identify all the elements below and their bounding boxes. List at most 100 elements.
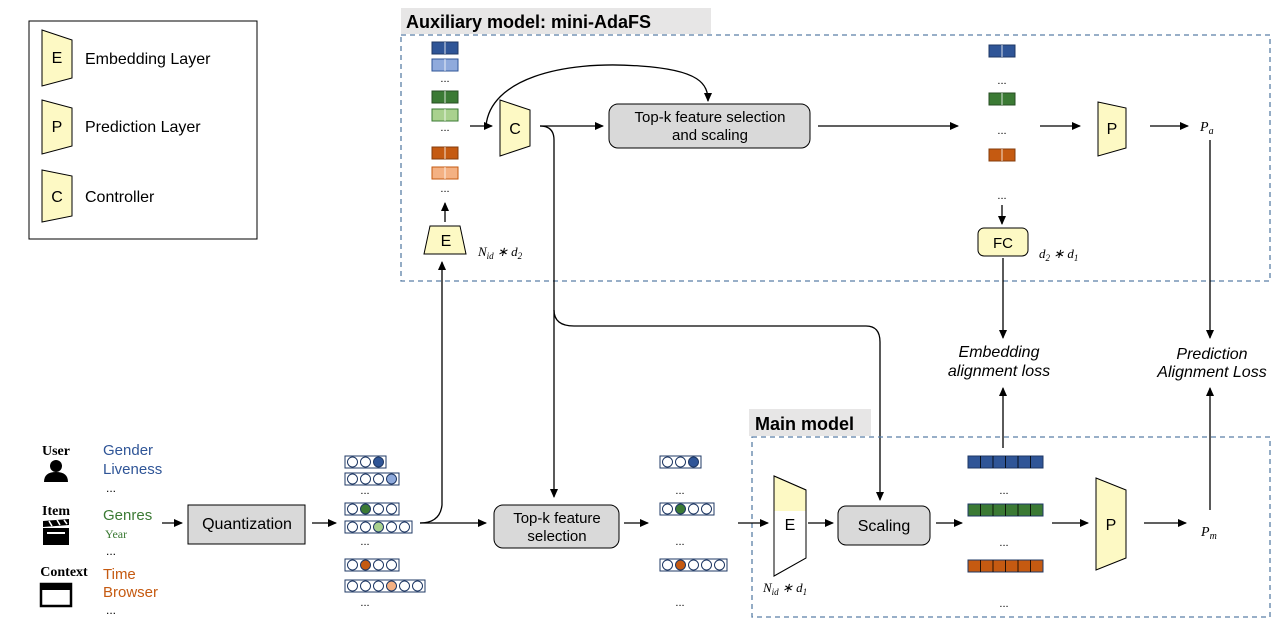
aux-fc-box: [977, 227, 1029, 257]
item-genres: Genres: [103, 507, 152, 524]
ellipsis: ...: [360, 485, 369, 497]
code-cell: [662, 559, 673, 571]
ellipsis: ...: [999, 537, 1008, 549]
aux-fc-dim-label: d2 ∗ d1: [1039, 246, 1078, 263]
aux-embedding-layer: [423, 225, 467, 255]
ellipsis: ...: [997, 190, 1006, 202]
code-cell: [360, 503, 371, 515]
code-cell: [386, 521, 397, 533]
context-title: Context: [40, 565, 88, 580]
main-scaling-label: Scaling: [858, 518, 910, 535]
code-cell: [347, 559, 358, 571]
codes-to-aux-embedding-arrow: [419, 261, 446, 524]
browser-window-icon: [39, 582, 73, 608]
ellipsis: ...: [999, 485, 1008, 497]
main-prediction-layer: [1095, 477, 1127, 571]
legend-prediction-label: Prediction Layer: [85, 119, 201, 136]
main-embeddings: .........: [967, 455, 1044, 610]
item-title: Item: [42, 504, 70, 519]
auxiliary-dashed-box: [400, 34, 1271, 282]
legend: E Embedding Layer P Prediction Layer C C…: [28, 20, 258, 240]
code-cell: [360, 580, 371, 592]
main-topk-line2: selection: [527, 528, 586, 545]
code-cell: [386, 473, 397, 485]
code-cell: [347, 521, 358, 533]
aux-fc-label: FC: [993, 235, 1013, 252]
aux-emb-dim-label: Nid ∗ d2: [477, 244, 523, 261]
code-time: [344, 558, 400, 572]
aux-controller-letter: C: [509, 121, 521, 138]
input-features: User Gender Liveness ... Item Genres Yea…: [39, 442, 162, 617]
legend-embedding-label: Embedding Layer: [85, 51, 211, 68]
ellipsis: ...: [675, 597, 684, 609]
code-cell: [399, 580, 410, 592]
code-cell: [701, 503, 712, 515]
user-title: User: [42, 444, 70, 459]
aux-selected-embeddings: ... ... ...: [988, 44, 1016, 202]
user-more: ...: [106, 481, 116, 495]
aux-embedding-stacks: ... ... ...: [431, 41, 459, 195]
code-genres: [344, 502, 400, 516]
code-cell: [360, 521, 371, 533]
code-cell: [412, 580, 423, 592]
quantization-box: [187, 504, 306, 545]
quantized-codes-left: .........: [344, 455, 426, 609]
legend-controller-letter: C: [51, 189, 63, 206]
legend-embedding-letter: E: [52, 50, 63, 67]
context-more: ...: [106, 603, 116, 617]
legend-controller-shape: [41, 169, 73, 223]
code-cell: [347, 580, 358, 592]
ellipsis: ...: [675, 485, 684, 497]
code-cell: [347, 456, 358, 468]
code-cell: [386, 503, 397, 515]
legend-prediction-shape: [41, 99, 73, 155]
code-cell: [373, 456, 384, 468]
code-liveness: [344, 472, 400, 486]
embedding-loss-line1: Embedding: [959, 344, 1040, 361]
context-time: Time: [103, 566, 136, 583]
aux-prediction-layer: [1097, 101, 1127, 157]
quantized-codes-selected: .........: [659, 455, 728, 609]
aux-controller: [499, 99, 531, 157]
main-prediction-letter: P: [1106, 517, 1117, 534]
ellipsis: ...: [440, 122, 449, 134]
aux-topk-line1: Top-k feature selection: [635, 109, 786, 126]
user-liveness: Liveness: [103, 461, 162, 478]
code-cell: [714, 559, 725, 571]
aux-output-pa: Pa: [1199, 120, 1214, 137]
code-cell: [373, 521, 384, 533]
code-cell: [360, 473, 371, 485]
main-embedding-letter: E: [785, 517, 796, 534]
aux-embedding-letter: E: [441, 233, 452, 250]
ellipsis: ...: [440, 73, 449, 85]
code-cell: [662, 503, 673, 515]
main-model: Main model E Nid ∗ d1 Scaling ......... …: [738, 409, 1271, 618]
main-dashed-box: [751, 436, 1271, 618]
code-cell: [373, 473, 384, 485]
code-cell: [373, 559, 384, 571]
prediction-loss-line2: Alignment Loss: [1156, 364, 1266, 381]
code-cell: [386, 559, 397, 571]
code-cell: [373, 580, 384, 592]
code-cell: [373, 503, 384, 515]
ellipsis: ...: [997, 75, 1006, 87]
auxiliary-title: Auxiliary model: mini-AdaFS: [406, 12, 651, 32]
auxiliary-model: Auxiliary model: mini-AdaFS ... ... ... …: [400, 8, 1271, 282]
ellipsis: ...: [360, 597, 369, 609]
legend-embedding-shape: [41, 29, 73, 87]
aux-prediction-letter: P: [1107, 121, 1118, 138]
code-cell: [386, 580, 397, 592]
code-cell: [360, 456, 371, 468]
code-cell: [688, 456, 699, 468]
main-output-pm: Pm: [1200, 525, 1217, 542]
user-gender: Gender: [103, 442, 153, 459]
controller-to-scaling-arrow: [553, 309, 884, 501]
auxiliary-title-bg: [401, 8, 711, 34]
user-icon: [44, 460, 68, 482]
item-year: Year: [105, 527, 127, 541]
code-cell: [675, 503, 686, 515]
item-more: ...: [106, 544, 116, 558]
code-cell: [675, 559, 686, 571]
